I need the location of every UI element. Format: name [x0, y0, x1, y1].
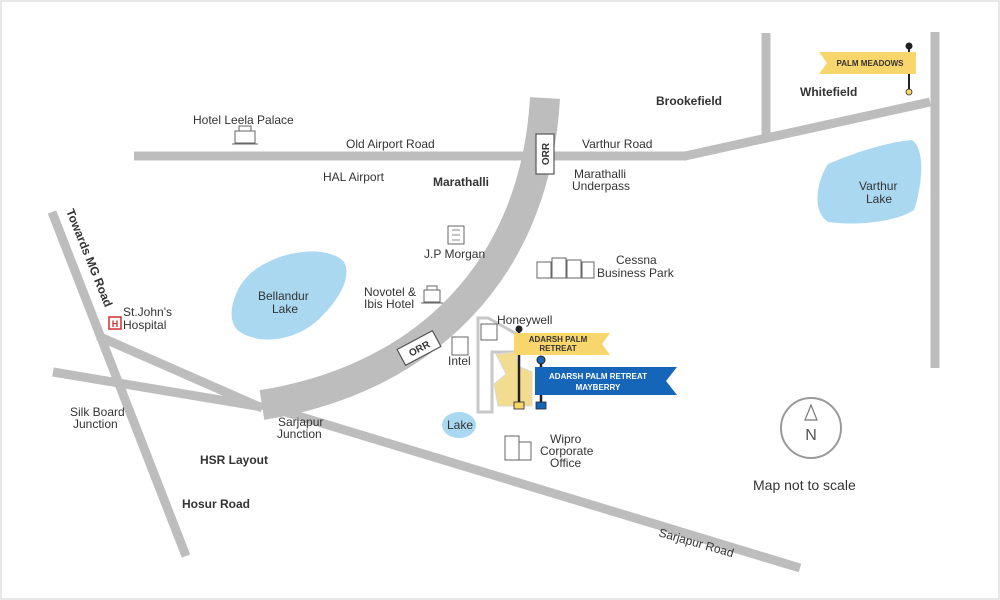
jp-morgan-building-icon — [447, 225, 465, 245]
honeywell-label: Honeywell — [497, 313, 552, 327]
cessna-label-1: Cessna — [616, 253, 657, 267]
jp-morgan-label: J.P Morgan — [424, 247, 485, 261]
svg-text:PALM MEADOWS: PALM MEADOWS — [837, 59, 905, 68]
sarjapur-junction-label-1: Sarjapur — [278, 415, 323, 429]
wipro-label-2: Corporate — [540, 444, 594, 458]
hotel-leela-palace-label: Hotel Leela Palace — [193, 113, 294, 127]
st-johns-label-2: Hospital — [123, 318, 166, 332]
varthur-lake-label-2: Lake — [866, 192, 892, 206]
orr-badge-upper: ORR — [535, 133, 555, 175]
old-airport-road-label: Old Airport Road — [346, 137, 435, 151]
cessna-business-park-icon — [536, 257, 595, 279]
palm-meadows-flag — [819, 52, 916, 74]
intel-label: Intel — [448, 354, 471, 368]
st-johns-label-1: St.John's — [123, 305, 172, 319]
marathalli-underpass-label-1: Marathalli — [574, 167, 626, 181]
adarsh-palm-retreat-marker: ADARSH PALM RETREAT — [513, 325, 610, 410]
silk-board-label-2: Junction — [73, 417, 118, 431]
wipro-label-3: Office — [550, 456, 581, 470]
orr-badge-lower: ORR — [396, 329, 442, 367]
brookefield-label: Brookefield — [656, 94, 722, 108]
silk-board-label-1: Silk Board — [70, 405, 125, 419]
map-not-to-scale-note: Map not to scale — [753, 477, 856, 493]
novotel-label-2: Ibis Hotel — [364, 297, 414, 311]
silk-board-road — [52, 367, 263, 412]
project-site-plot — [493, 351, 533, 407]
bellandur-lake-label-2: Lake — [272, 302, 298, 316]
whitefield-label: Whitefield — [800, 85, 857, 99]
palm-meadows-marker: PALM MEADOWS — [819, 42, 916, 96]
cessna-label-2: Business Park — [597, 266, 675, 280]
sarjapur-junction-label-2: Junction — [277, 427, 322, 441]
hosur-road-label: Hosur Road — [182, 497, 250, 511]
adarsh-palm-retreat-flag — [514, 333, 610, 355]
compass-icon: N — [780, 397, 842, 459]
bellandur-lake-label-1: Bellandur — [258, 289, 309, 303]
svg-text:ADARSH PALM: ADARSH PALM — [529, 335, 588, 344]
marathalli-underpass-label-2: Underpass — [572, 179, 630, 193]
old-airport-varthur-road — [134, 97, 931, 161]
wipro-building-icon — [504, 435, 532, 461]
st-johns-link-road — [96, 331, 264, 413]
mayberry-marker: ADARSH PALM RETREAT MAYBERRY — [535, 355, 677, 410]
novotel-ibis-hotel-icon — [421, 285, 443, 304]
bellandur-lake — [231, 251, 347, 340]
honeywell-building-icon — [480, 323, 498, 341]
hospital-icon: H — [108, 316, 122, 330]
varthur-lake-label-1: Varthur — [859, 179, 897, 193]
intel-building-icon — [451, 336, 469, 356]
hal-airport-label: HAL Airport — [323, 170, 385, 184]
hsr-layout-label: HSR Layout — [200, 453, 268, 467]
svg-text:RETREAT: RETREAT — [539, 344, 576, 353]
varthur-road-label: Varthur Road — [582, 137, 652, 151]
svg-text:ORR: ORR — [541, 142, 552, 165]
novotel-label-1: Novotel & — [364, 285, 416, 299]
svg-text:H: H — [112, 319, 119, 329]
small-lake-label: Lake — [447, 418, 473, 432]
small-lake — [442, 412, 476, 438]
wipro-label-1: Wipro — [550, 432, 582, 446]
svg-text:ADARSH PALM RETREAT: ADARSH PALM RETREAT — [549, 372, 647, 381]
svg-text:N: N — [805, 427, 817, 444]
marathalli-label: Marathalli — [433, 175, 489, 189]
hotel-leela-palace-icon — [232, 125, 258, 145]
svg-text:MAYBERRY: MAYBERRY — [576, 383, 621, 392]
outer-ring-road — [259, 97, 560, 420]
mayberry-flag — [535, 367, 677, 395]
varthur-lake — [817, 140, 922, 224]
sarjapur-road — [260, 400, 802, 573]
